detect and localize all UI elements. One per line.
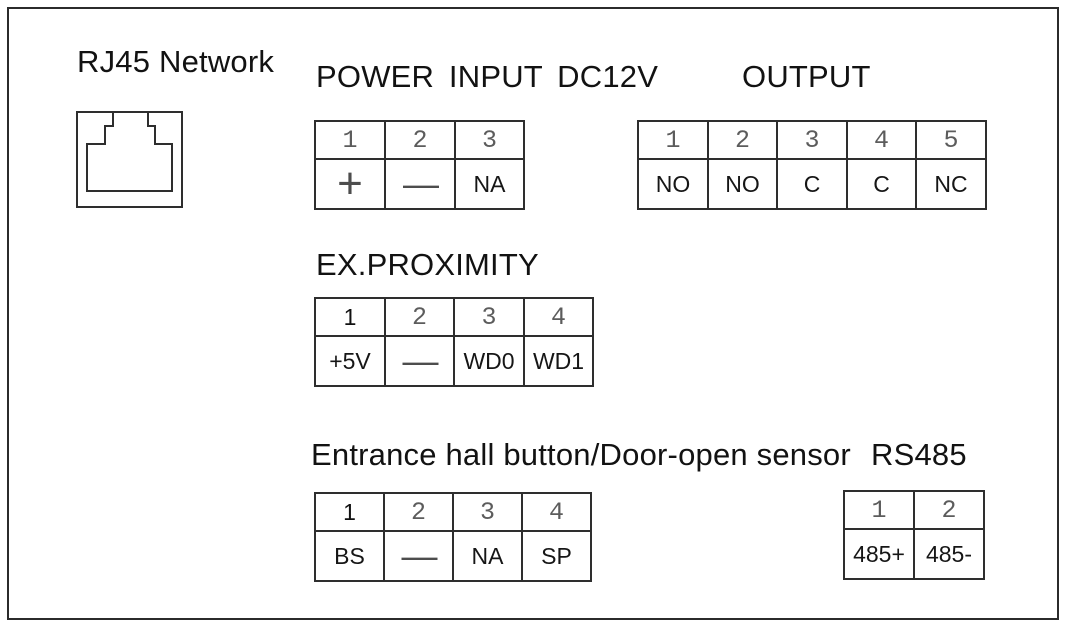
entrance-value-row: BS — NA SP (314, 530, 592, 582)
terminal-label-cell: — (384, 158, 456, 210)
terminal-number-cell: 4 (521, 492, 592, 532)
terminal-number-cell: 2 (383, 492, 454, 532)
proximity-header-row: 1 2 3 4 (314, 297, 594, 337)
power-header-row: 1 2 3 (314, 120, 525, 160)
terminal-number-cell: 3 (452, 492, 523, 532)
terminal-label-cell: BS (314, 530, 385, 582)
terminal-number-cell: 3 (454, 120, 525, 160)
terminal-label-cell: 485+ (843, 528, 915, 580)
terminal-number-cell: 1 (314, 492, 385, 532)
rs485-title: RS485 (871, 437, 967, 472)
terminal-label-cell: NA (452, 530, 523, 582)
terminal-label-cell: 485- (913, 528, 985, 580)
ex-proximity-table: 1 2 3 4 +5V — WD0 WD1 (314, 297, 594, 387)
rs485-header-row: 1 2 (843, 490, 985, 530)
terminal-label-cell: NO (637, 158, 709, 210)
proximity-value-row: +5V — WD0 WD1 (314, 335, 594, 387)
output-header-row: 1 2 3 4 5 (637, 120, 987, 160)
terminal-label-cell: — (383, 530, 454, 582)
entrance-sensor-title: Entrance hall button/Door-open sensor (311, 437, 851, 472)
rs485-value-row: 485+ 485- (843, 528, 985, 580)
output-title: OUTPUT (742, 59, 871, 94)
terminal-label-cell: C (846, 158, 917, 210)
power-value-row: + — NA (314, 158, 525, 210)
terminal-number-cell: 1 (314, 297, 386, 337)
terminal-label-cell: SP (521, 530, 592, 582)
terminal-number-cell: 3 (453, 297, 525, 337)
entrance-header-row: 1 2 3 4 (314, 492, 592, 532)
terminal-label-cell: +5V (314, 335, 386, 387)
terminal-number-cell: 2 (913, 490, 985, 530)
terminal-number-cell: 4 (846, 120, 917, 160)
terminal-number-cell: 1 (843, 490, 915, 530)
terminal-label-cell: NO (707, 158, 778, 210)
ex-proximity-title: EX.PROXIMITY (316, 247, 539, 282)
output-table: 1 2 3 4 5 NO NO C C NC (637, 120, 987, 210)
terminal-number-cell: 4 (523, 297, 594, 337)
terminal-number-cell: 1 (314, 120, 386, 160)
terminal-label-cell: + (314, 158, 386, 210)
rj45-network-title: RJ45 Network (77, 44, 275, 79)
power-input-table: 1 2 3 + — NA (314, 120, 525, 210)
power-input-title: POWER INPUT DC12V (316, 59, 659, 94)
output-value-row: NO NO C C NC (637, 158, 987, 210)
terminal-label-cell: WD1 (523, 335, 594, 387)
terminal-number-cell: 2 (384, 297, 455, 337)
terminal-number-cell: 5 (915, 120, 987, 160)
terminal-number-cell: 2 (384, 120, 456, 160)
rs485-table: 1 2 485+ 485- (843, 490, 985, 580)
terminal-label-cell: NA (454, 158, 525, 210)
terminal-label-cell: C (776, 158, 848, 210)
terminal-label-cell: NC (915, 158, 987, 210)
terminal-label-cell: WD0 (453, 335, 525, 387)
rj45-jack-icon (76, 111, 183, 208)
terminal-number-cell: 2 (707, 120, 778, 160)
entrance-sensor-table: 1 2 3 4 BS — NA SP (314, 492, 592, 582)
terminal-number-cell: 3 (776, 120, 848, 160)
terminal-number-cell: 1 (637, 120, 709, 160)
terminal-label-cell: — (384, 335, 455, 387)
